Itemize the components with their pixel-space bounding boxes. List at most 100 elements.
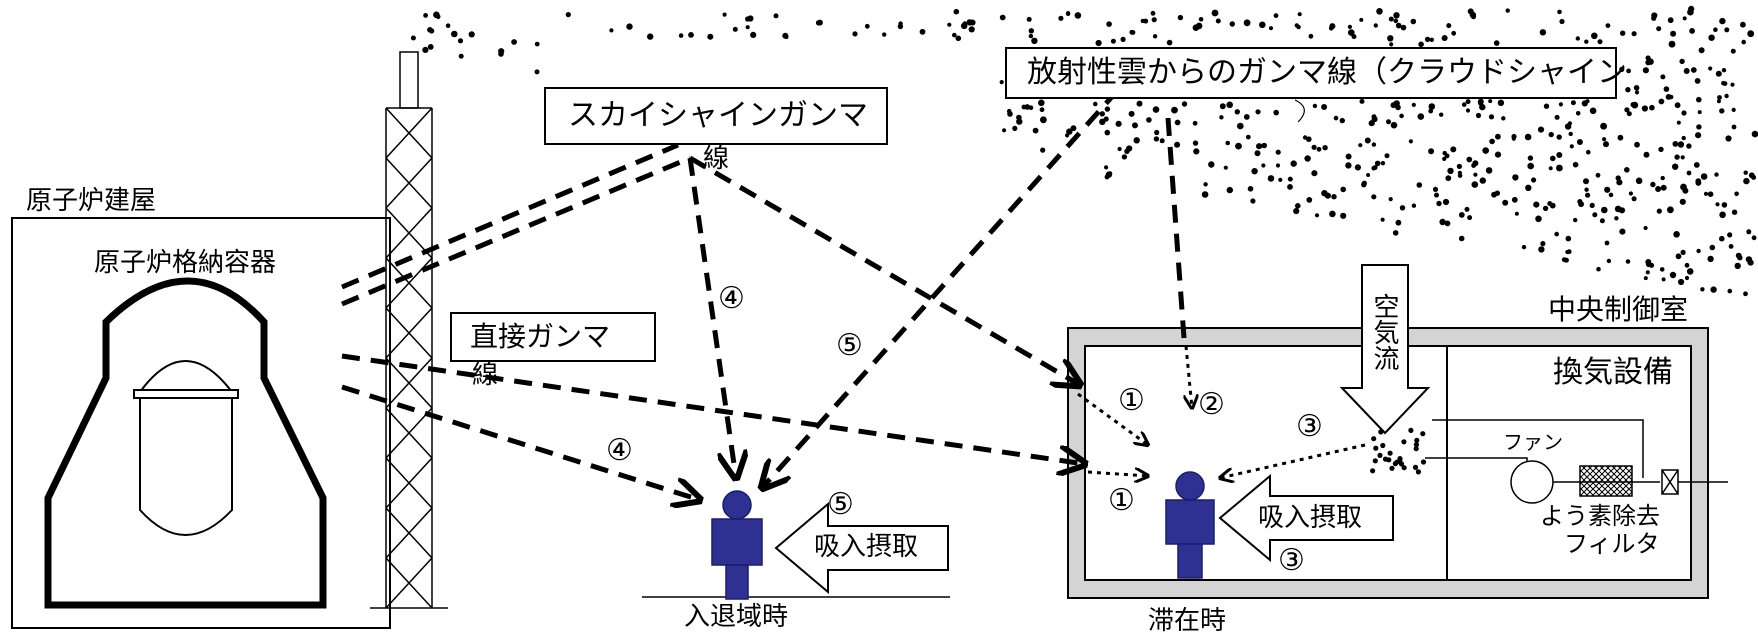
cloud-particle xyxy=(1472,160,1479,167)
skyshine-label: スカイシャインガンマ xyxy=(568,98,868,133)
cloud-particle xyxy=(1128,110,1135,117)
cloud-particle xyxy=(1549,202,1556,209)
cloud-particle xyxy=(1193,148,1200,155)
cloud-particle xyxy=(745,25,750,30)
airflow-arrow xyxy=(1339,264,1431,435)
stack-brace xyxy=(385,407,433,459)
cloud-particle xyxy=(1727,232,1733,238)
cloud-particle xyxy=(1226,101,1233,109)
cloud-particle xyxy=(1372,165,1378,170)
cloudshine-pointer xyxy=(1294,99,1305,123)
cloud-particle xyxy=(1620,30,1626,36)
cloud-particle xyxy=(1177,14,1184,21)
cloud-particle xyxy=(1538,246,1545,253)
cloud-particle xyxy=(1058,15,1064,21)
cloud-particle xyxy=(1399,205,1406,211)
cloud-particle xyxy=(423,13,428,18)
cloud-particle xyxy=(1682,16,1687,21)
cloud-particle xyxy=(1719,17,1726,25)
cloud-particle xyxy=(1591,32,1598,40)
cloud-particle xyxy=(1585,99,1590,104)
cloud-particle xyxy=(1237,122,1244,130)
cloud-particle xyxy=(1456,163,1462,169)
cloud-particle xyxy=(1002,128,1007,133)
cloud-particle xyxy=(1099,111,1106,117)
cloud-particle xyxy=(1686,143,1692,149)
cloud-particle xyxy=(1697,110,1702,115)
skyshine-box xyxy=(544,87,888,145)
cloud-particle xyxy=(1306,197,1313,203)
cloud-particle xyxy=(1418,41,1424,48)
cloud-particle xyxy=(1267,175,1275,182)
cloud-particle xyxy=(1211,9,1219,17)
cloud-particle xyxy=(1174,141,1181,148)
cloud-particle xyxy=(999,14,1006,21)
cloud-particle xyxy=(962,21,967,26)
direct-gamma-label: 直接ガンマ xyxy=(470,320,611,353)
cloud-particle xyxy=(1511,196,1518,203)
cloud-particle xyxy=(1255,109,1261,115)
cloud-particle xyxy=(1604,186,1611,193)
cloud-particle xyxy=(1324,192,1331,199)
cloud-particle xyxy=(1751,130,1758,138)
cloud-particle xyxy=(1436,200,1442,207)
cloud-particle xyxy=(1225,140,1230,146)
marker-4-skyshine: ④ xyxy=(718,281,745,316)
cloud-particle xyxy=(1651,15,1657,21)
cloud-particle xyxy=(1663,86,1670,92)
cloud-particle xyxy=(468,31,475,38)
cloud-particle xyxy=(1603,141,1609,148)
intake-particle xyxy=(1420,431,1426,437)
cloud-particle xyxy=(1672,163,1679,170)
cloud-particle xyxy=(1416,182,1423,188)
cloud-particle xyxy=(1715,70,1722,77)
cloud-particle xyxy=(1715,202,1720,207)
cloud-particle xyxy=(1488,114,1495,120)
stack-brace xyxy=(385,107,433,159)
cloud-particle xyxy=(1604,240,1610,246)
cloud-particle xyxy=(1243,19,1251,27)
cloud-particle xyxy=(1689,28,1695,34)
cloud-particle xyxy=(1670,30,1677,37)
cloud-particle xyxy=(1099,118,1106,126)
cloud-particle xyxy=(1152,34,1158,39)
cloud-particle xyxy=(999,80,1004,85)
cloud-particle xyxy=(1731,107,1736,112)
stack-brace xyxy=(385,507,433,559)
cloud-particle xyxy=(1417,113,1425,120)
cloud-particle xyxy=(750,31,757,38)
cloud-particle xyxy=(1658,98,1665,105)
cloud-particle xyxy=(955,35,962,42)
cloud-particle xyxy=(1656,208,1662,214)
cloud-particle xyxy=(1273,13,1279,18)
cloud-particle xyxy=(1012,125,1018,131)
marker-3-inhalation-room: ③ xyxy=(1278,543,1305,578)
intake-particle xyxy=(1414,437,1420,443)
cloud-particle xyxy=(1676,120,1681,125)
iodine-filter-label: よう素除去 xyxy=(1540,502,1660,530)
cloud-particle xyxy=(1297,12,1302,17)
cloud-particle xyxy=(1429,37,1435,42)
cloud-particle xyxy=(1339,117,1346,124)
cloud-particle xyxy=(1677,141,1685,148)
cloud-particle xyxy=(1554,114,1560,120)
intake-particle xyxy=(1415,469,1421,475)
cloud-particle xyxy=(1388,197,1393,202)
cloud-particle xyxy=(1643,225,1648,231)
direct-gamma-label-cont: 線 xyxy=(472,360,499,390)
cloud-particle xyxy=(1195,22,1203,30)
cloud-particle xyxy=(511,39,517,45)
cloud-particle xyxy=(1558,102,1563,107)
cloud-particle xyxy=(1442,150,1447,156)
marker-4-direct: ④ xyxy=(606,433,633,468)
cloud-particle xyxy=(1624,107,1630,113)
cloud-particle xyxy=(1380,217,1385,222)
cloud-particle xyxy=(1667,17,1674,24)
cloud-particle xyxy=(1132,122,1138,129)
cloud-particle xyxy=(1675,253,1682,260)
direct-gamma-box xyxy=(450,312,656,362)
cloud-particle xyxy=(1428,148,1435,155)
cloud-particle xyxy=(1608,192,1614,198)
intake-particle xyxy=(1397,456,1403,462)
cloud-particle xyxy=(1630,102,1636,108)
